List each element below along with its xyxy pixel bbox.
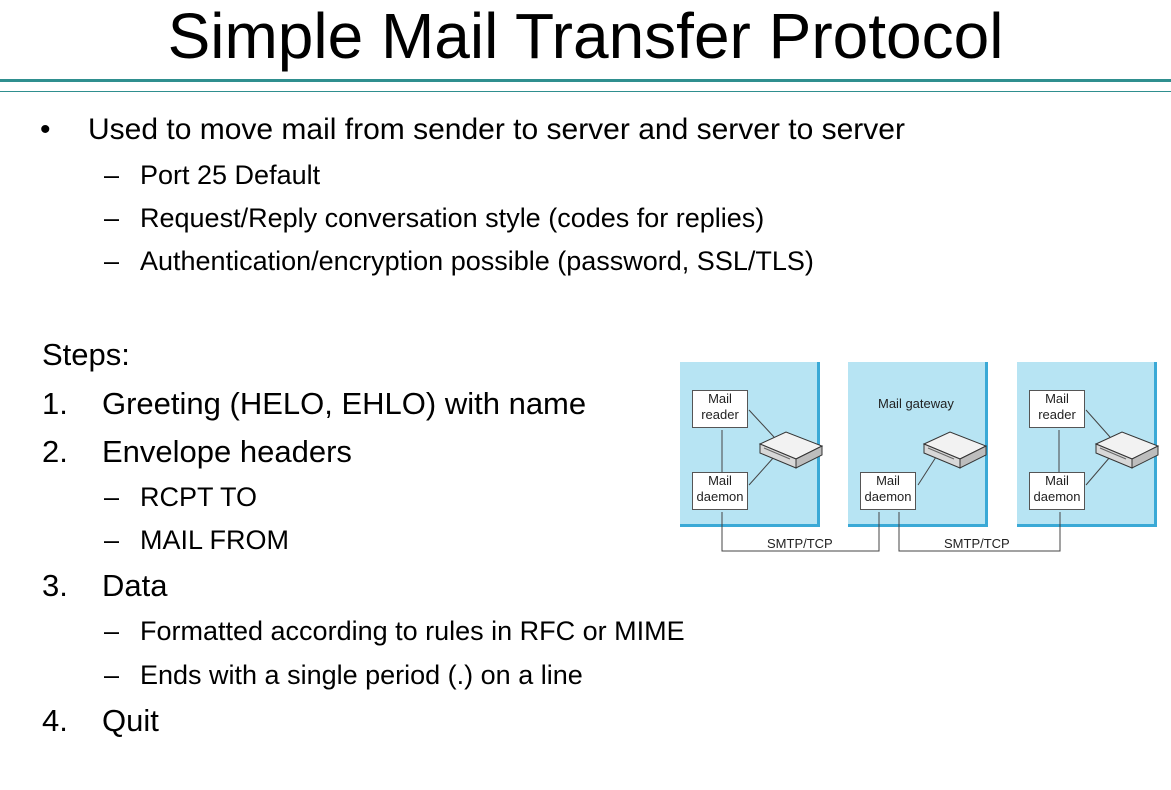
- steps-heading: Steps:: [42, 337, 130, 372]
- dash-marker: –: [104, 660, 120, 690]
- mail-daemon-label: Mail daemon: [1033, 473, 1081, 504]
- mail-daemon-box: Mail daemon: [860, 472, 916, 510]
- sub-bullet-item: Request/Reply conversation style (codes …: [140, 203, 765, 233]
- reader-server-link: [1085, 409, 1111, 438]
- step-number: 1.: [42, 386, 68, 421]
- step-sub-item: RCPT TO: [140, 482, 258, 512]
- step-number: 4.: [42, 703, 68, 738]
- gateway-label: Mail gateway: [878, 396, 954, 411]
- step-text: Quit: [102, 703, 159, 738]
- smtp-diagram: Mail reader Mail daemon Mail gateway Mai…: [678, 360, 1164, 556]
- mail-daemon-box: Mail daemon: [1029, 472, 1085, 510]
- server-icon: [758, 431, 824, 469]
- diagram-connectors: [721, 409, 1160, 552]
- step-sub-item: Ends with a single period (.) on a line: [140, 660, 583, 690]
- mail-reader-box: Mail reader: [692, 390, 748, 428]
- smtp-link: [898, 512, 1061, 552]
- mail-daemon-label: Mail daemon: [696, 473, 744, 504]
- dash-marker: –: [104, 616, 120, 646]
- daemon-server-link: [748, 456, 775, 486]
- mail-reader-label: Mail reader: [1038, 391, 1076, 422]
- bullet-item: Used to move mail from sender to server …: [88, 113, 905, 146]
- slide-title: Simple Mail Transfer Protocol: [167, 0, 1004, 72]
- daemon-server-link: [917, 456, 937, 486]
- mail-reader-box: Mail reader: [1029, 390, 1085, 428]
- step-number: 2.: [42, 434, 68, 469]
- title-divider: [0, 79, 1171, 82]
- step-text: Envelope headers: [102, 434, 352, 469]
- title-divider-thin: [0, 91, 1171, 92]
- dash-marker: –: [104, 203, 120, 233]
- server-icon: [1094, 431, 1160, 469]
- dash-marker: –: [104, 525, 120, 555]
- step-sub-item: MAIL FROM: [140, 525, 290, 555]
- dash-marker: –: [104, 482, 120, 512]
- gateway-host: Mail gateway Mail daemon: [848, 362, 988, 527]
- step-text: Data: [102, 568, 168, 603]
- smtp-link-label: SMTP/TCP: [767, 536, 833, 551]
- mail-daemon-box: Mail daemon: [692, 472, 748, 510]
- smtp-link-label: SMTP/TCP: [944, 536, 1010, 551]
- daemon-server-link: [1085, 456, 1111, 486]
- reader-server-link: [748, 409, 775, 438]
- mail-daemon-label: Mail daemon: [864, 473, 912, 504]
- step-number: 3.: [42, 568, 68, 603]
- step-text: Greeting (HELO, EHLO) with name: [102, 386, 587, 421]
- server-icon: [922, 431, 988, 469]
- mail-reader-label: Mail reader: [701, 391, 739, 422]
- dash-marker: –: [104, 246, 120, 276]
- dash-marker: –: [104, 160, 120, 190]
- bullet-marker: •: [40, 113, 51, 146]
- smtp-link: [721, 512, 880, 552]
- step-sub-item: Formatted according to rules in RFC or M…: [140, 616, 685, 646]
- sub-bullet-item: Authentication/encryption possible (pass…: [140, 246, 814, 276]
- sub-bullet-item: Port 25 Default: [140, 160, 321, 190]
